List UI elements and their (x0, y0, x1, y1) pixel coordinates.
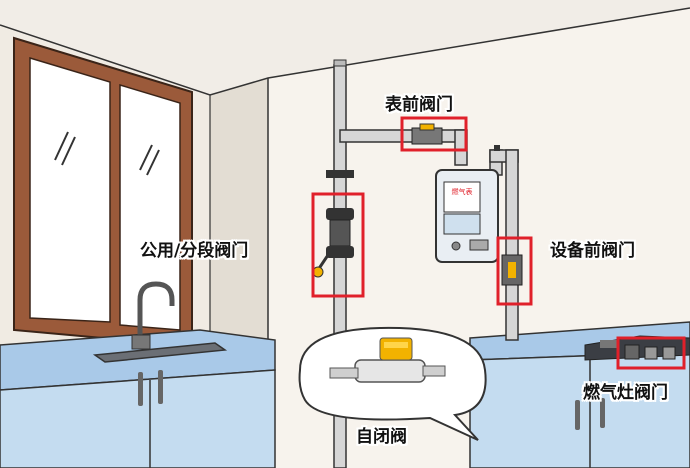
stove-valve-highlight (616, 336, 686, 370)
meter-valve-highlight (400, 116, 468, 152)
kitchen-window (13, 36, 193, 348)
stove-valve-label: 燃气灶阀门 (583, 383, 668, 403)
self-closing-valve-callout (298, 326, 487, 441)
left-counter (0, 281, 276, 468)
device-valve-highlight (496, 236, 533, 306)
meter-supply-pipe (339, 123, 523, 341)
public-valve-label: 公用/分段阀门 (140, 241, 249, 261)
self-closing-valve-label: 自闭阀 (356, 427, 407, 447)
gas-meter: 燃气表 (435, 169, 499, 263)
meter-brand-text: 燃气表 (452, 187, 473, 196)
meter-valve-label: 表前阀门 (385, 95, 453, 115)
stove-valve-knobs (624, 344, 676, 360)
public-valve-highlight (311, 192, 365, 298)
highlight-boxes (311, 116, 686, 370)
device-valve-label: 设备前阀门 (550, 241, 635, 261)
